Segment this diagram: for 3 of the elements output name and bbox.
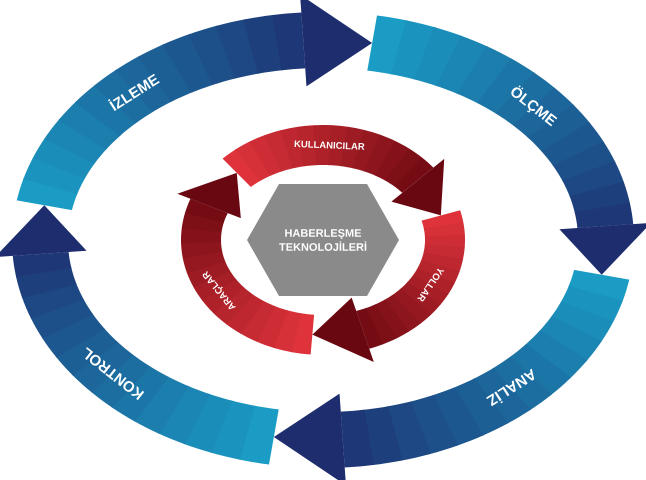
arrow-segment: KULLANICILAR: [222, 125, 444, 216]
hexagon: HABERLEŞME TEKNOLOJİLERİ: [247, 184, 399, 296]
node-label: KULLANICILAR: [294, 140, 364, 150]
